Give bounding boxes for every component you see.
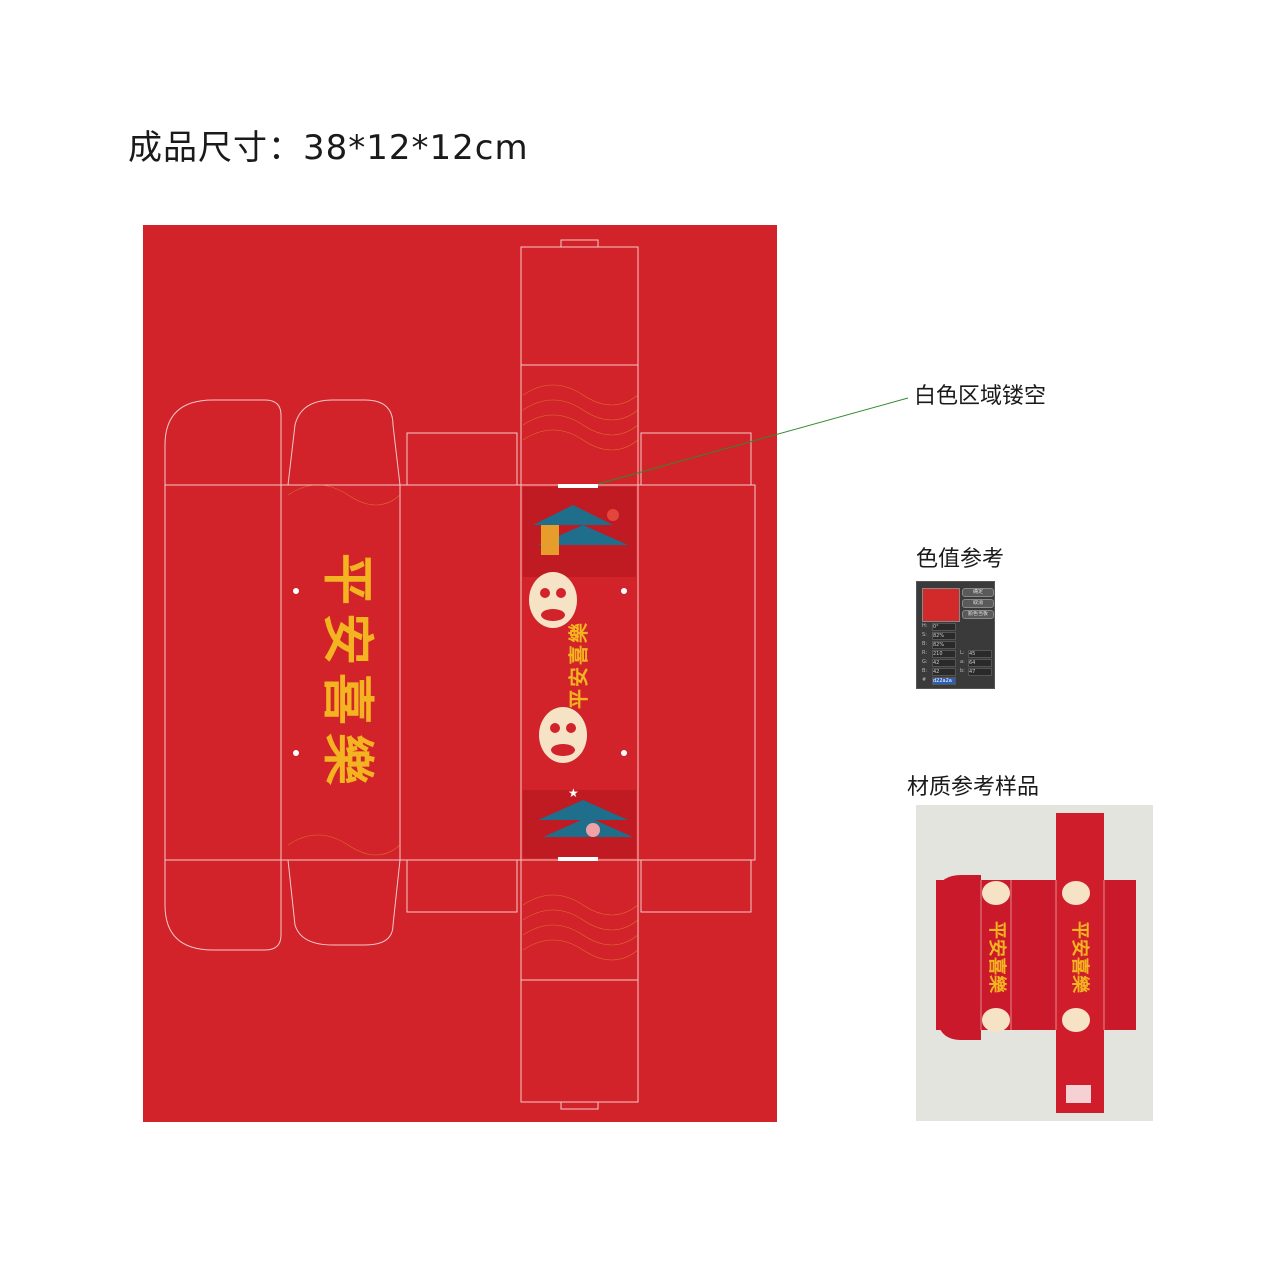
center-panel-lettering: 平安喜樂 <box>567 621 591 709</box>
rgb-row-r: R:210 L:45 <box>922 650 992 658</box>
tuck-flap-2 <box>406 859 518 913</box>
color-swatch <box>922 588 960 622</box>
cutout-top <box>558 484 598 488</box>
box-dieline-artwork: ★ 平安喜樂 平安喜樂 <box>143 225 777 1122</box>
star-icon: ★ <box>568 786 579 800</box>
side-panel-lettering: 平安喜樂 <box>317 553 378 793</box>
illustration-lion-bottom <box>539 707 587 763</box>
svg-text:平安喜樂: 平安喜樂 <box>1069 921 1091 994</box>
hsb-row-s: S:82% <box>922 632 992 640</box>
color-picker-panel: 确定 取消 颜色当板 H:0° S:82% B:82% R:210 L:45 G… <box>916 581 995 689</box>
material-sample-photo: 平安喜樂 平安喜樂 <box>916 805 1153 1121</box>
illustration-pagoda-top <box>523 487 636 577</box>
page-title: 成品尺寸：38*12*12cm <box>128 128 529 168</box>
swatches-button[interactable]: 颜色当板 <box>962 610 994 619</box>
rgb-row-b: B:42 b:47 <box>922 668 992 676</box>
dieline-outline: ★ 平安喜樂 平安喜樂 <box>164 239 756 1110</box>
svg-text:平安喜樂: 平安喜樂 <box>317 553 378 793</box>
flap-top-left <box>164 399 282 485</box>
hsb-row-b: B:82% <box>922 641 992 649</box>
tuck-flap-3 <box>640 432 752 486</box>
color-reference-label: 色值参考 <box>916 547 1005 572</box>
lid-top <box>520 246 639 366</box>
cutout-bottom <box>558 857 598 861</box>
main-band <box>164 484 756 861</box>
flap-bottom-second <box>287 859 401 946</box>
flap-bottom-left <box>164 860 282 951</box>
svg-text:平安喜樂: 平安喜樂 <box>567 621 591 709</box>
hsb-row-h: H:0° <box>922 623 992 631</box>
lid-bottom <box>520 979 639 1103</box>
flap-top-second <box>287 399 401 486</box>
tuck-flap-4 <box>640 859 752 913</box>
cancel-button[interactable]: 取消 <box>962 599 994 608</box>
material-sample-label: 材质参考样品 <box>907 775 1040 800</box>
cutout-callout-label: 白色区域镂空 <box>914 384 1047 409</box>
illustration-lion-top <box>529 572 577 628</box>
tuck-flap-1 <box>406 432 518 486</box>
hex-row: #d22a2a <box>922 677 992 685</box>
svg-text:平安喜樂: 平安喜樂 <box>986 921 1008 994</box>
rgb-row-g: G:42 a:64 <box>922 659 992 667</box>
ok-button[interactable]: 确定 <box>962 588 994 597</box>
illustration-pagoda-bottom: ★ <box>523 786 636 858</box>
